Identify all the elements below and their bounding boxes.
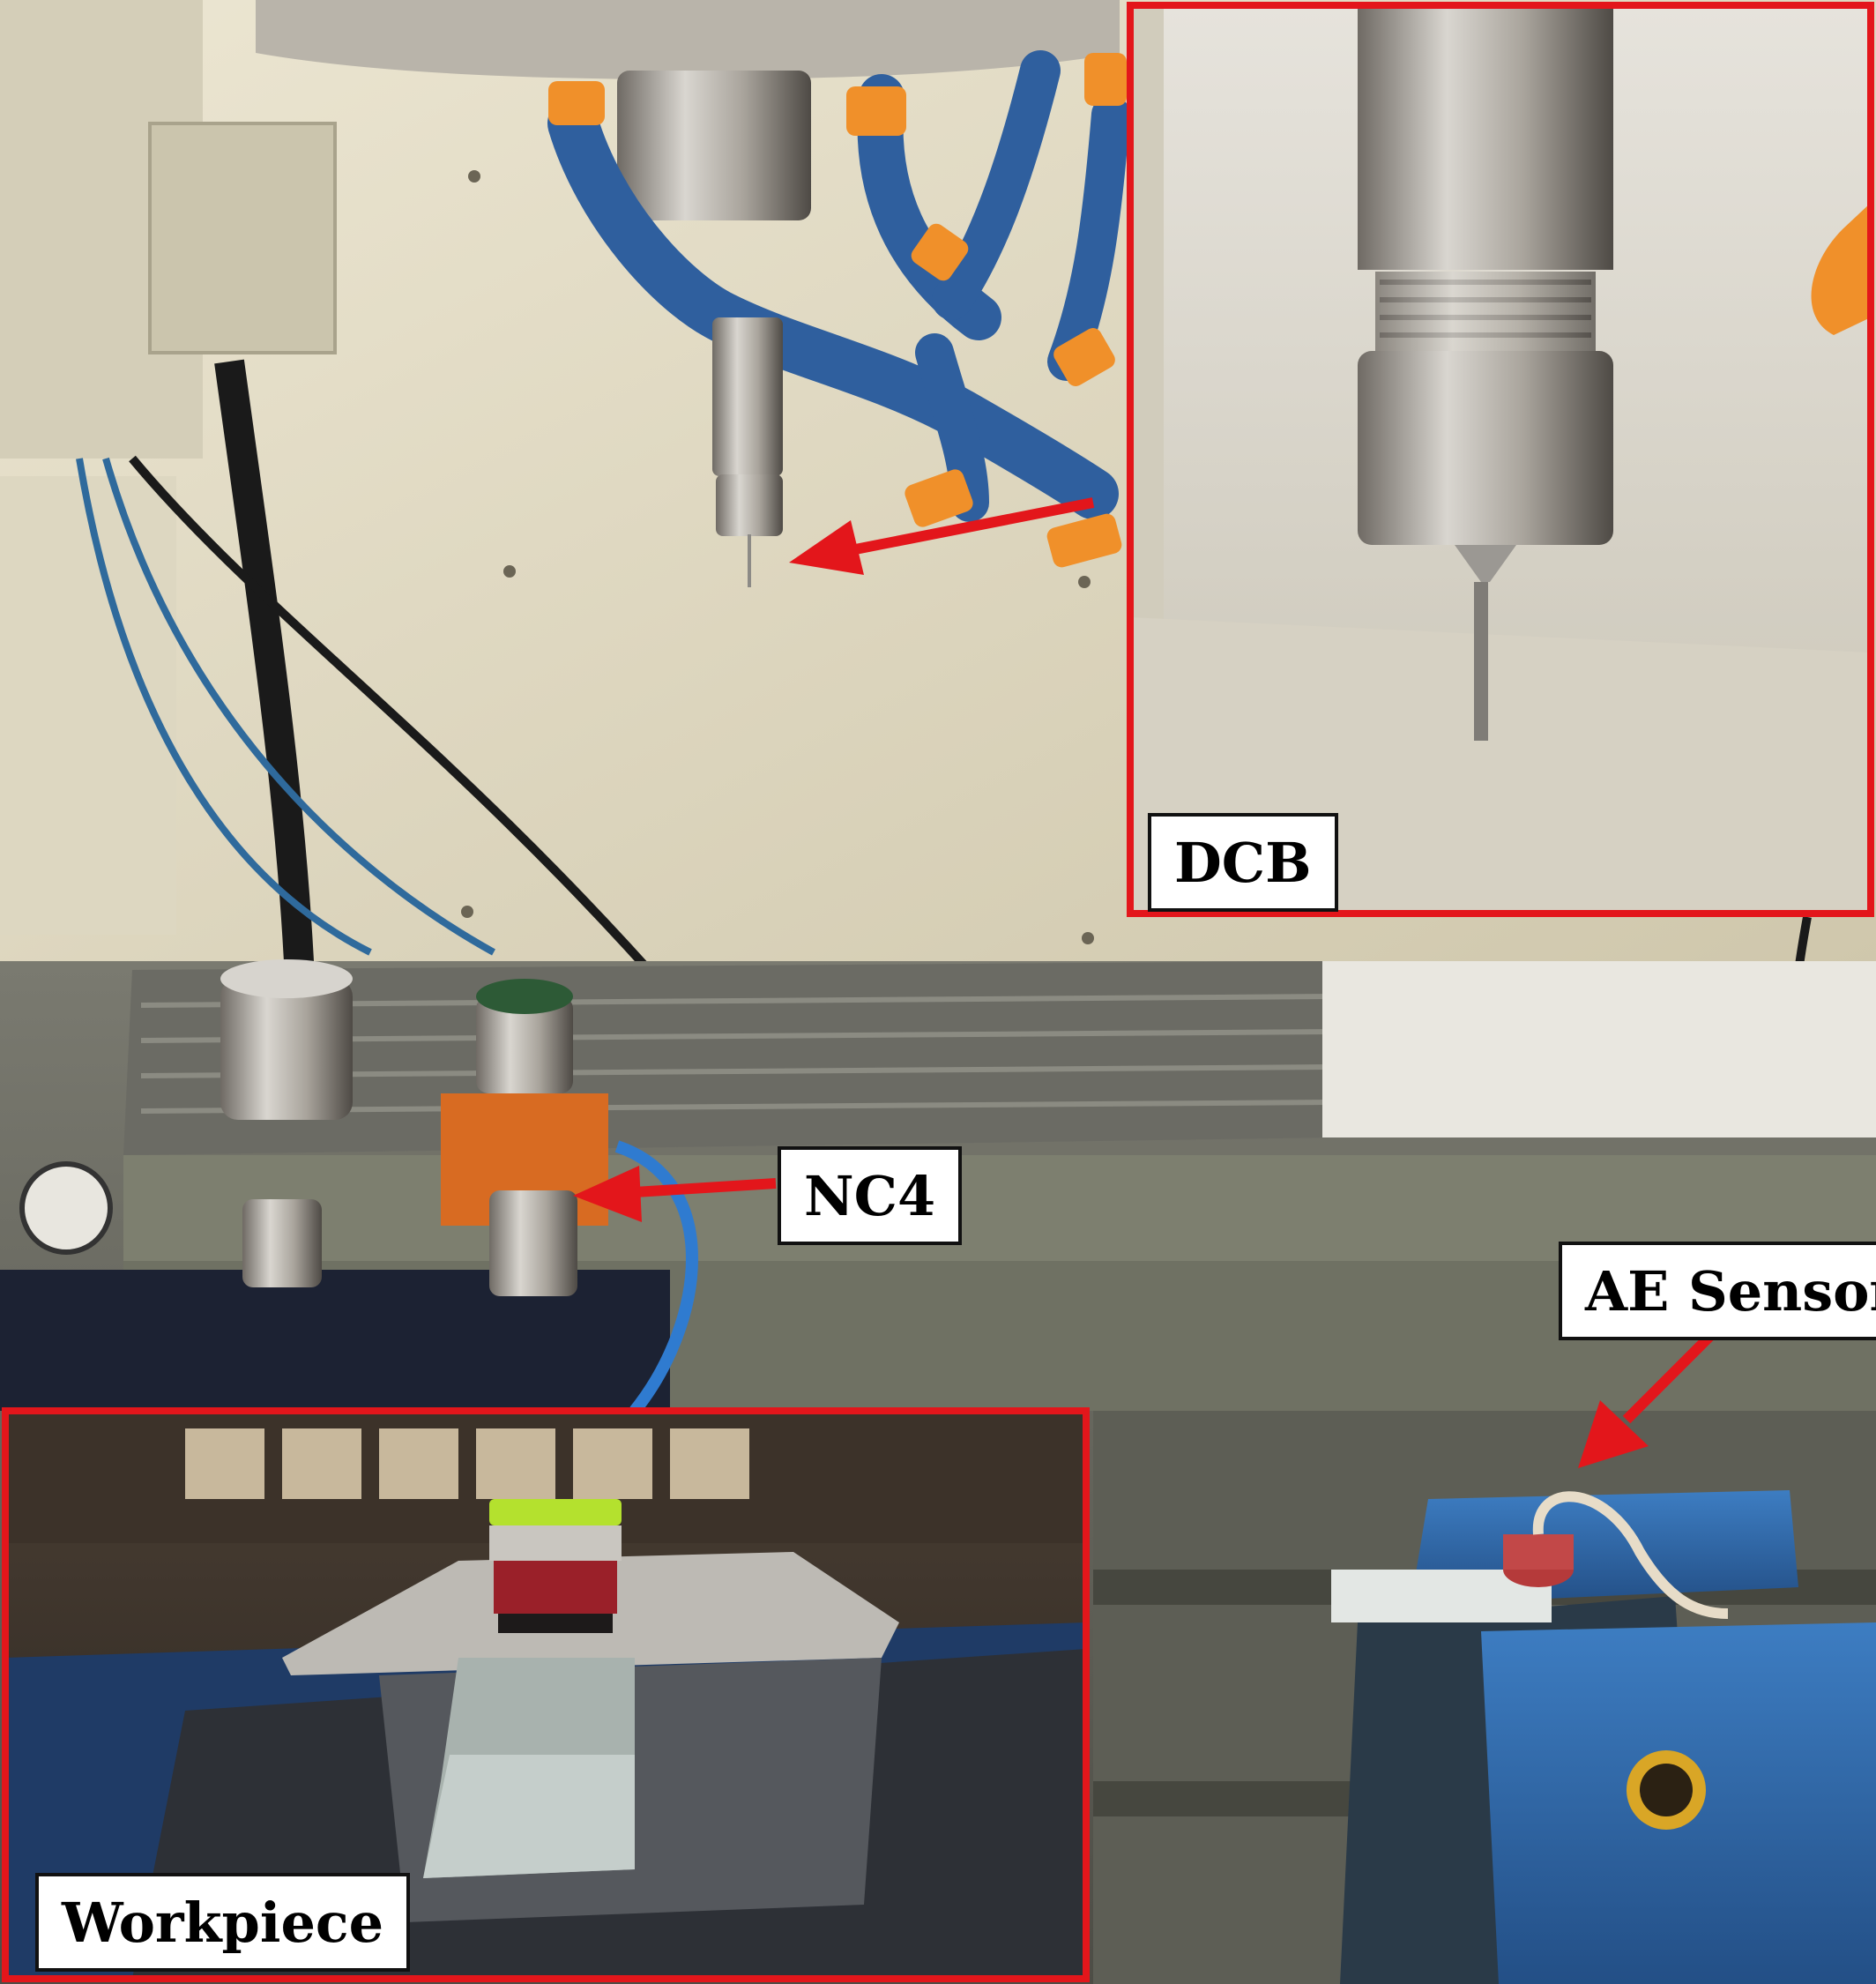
dcb-inset-border xyxy=(1127,2,1874,917)
dcb-label: DCB xyxy=(1148,813,1338,912)
hose-nozzles xyxy=(548,53,1127,568)
arrow-to-ae-sensor-icon xyxy=(1578,1327,1719,1468)
spindle-tool xyxy=(712,317,783,587)
vise-ae-sensor xyxy=(1331,1490,1876,1984)
nc4-assembly xyxy=(0,959,698,1415)
nc4-label: NC4 xyxy=(778,1146,963,1245)
arrow-to-nc4-icon xyxy=(573,1166,777,1222)
workpiece-inset-border xyxy=(2,1407,1090,1982)
dcb-inset xyxy=(1130,5,1871,914)
ae-sensor-label: AE Sensor xyxy=(1559,1242,1876,1340)
cables xyxy=(76,359,1828,1150)
workpiece-label: Workpiece xyxy=(35,1873,411,1972)
arrow-to-tool-icon xyxy=(789,497,1095,575)
